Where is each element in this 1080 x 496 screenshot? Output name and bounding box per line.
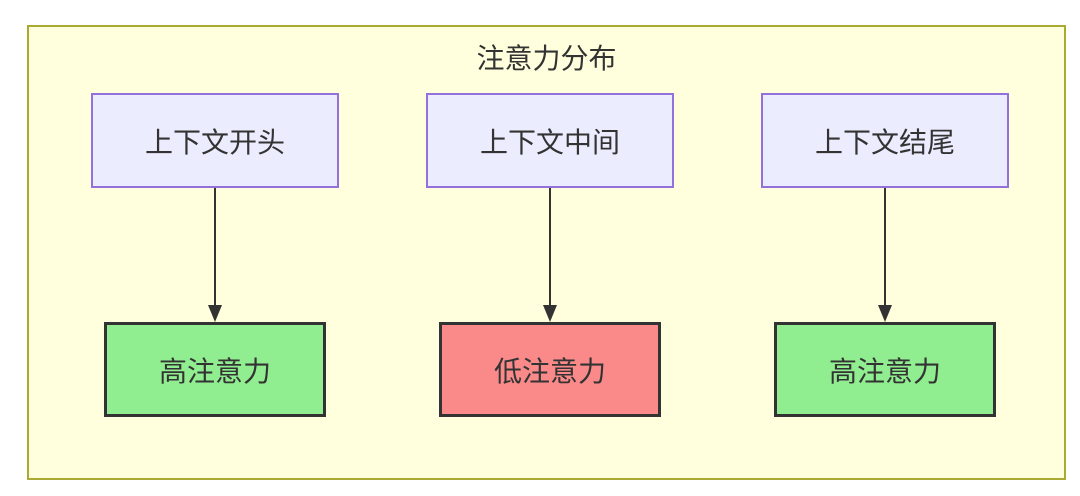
arrow-down-connector [878, 188, 892, 322]
node-context-start: 上下文开头 [91, 93, 339, 188]
node-low-attention-middle: 低注意力 [439, 322, 661, 417]
node-high-attention-start: 高注意力 [104, 322, 326, 417]
diagram-title: 注意力分布 [476, 43, 617, 74]
node-context-end: 上下文结尾 [761, 93, 1009, 188]
node-high-attention-end: 高注意力 [774, 322, 996, 417]
attention-subgraph: 注意力分布 上下文开头 高注意力 上下文中间 低注意力 上下文结尾 高注意力 [27, 25, 1066, 480]
node-context-middle: 上下文中间 [426, 93, 674, 188]
arrow-down-connector [543, 188, 557, 322]
arrow-down-connector [208, 188, 222, 322]
